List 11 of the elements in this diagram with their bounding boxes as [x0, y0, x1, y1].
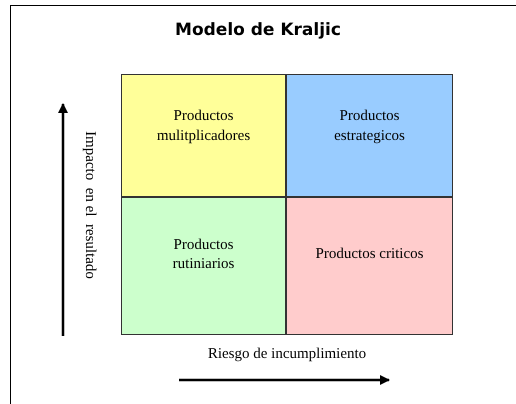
quadrant-label: Productos rutiniarios	[172, 236, 236, 274]
quadrant-box	[286, 74, 453, 197]
quadrant-box	[286, 197, 453, 335]
quadrant-label: Productos estrategicos	[333, 107, 406, 146]
quadrant-box	[121, 74, 286, 197]
quadrant-label: Productos criticos	[314, 245, 424, 264]
title: Modelo de Kraljic	[174, 20, 342, 40]
quadrant-box	[121, 197, 286, 335]
axis-label: Riesgo de incumplimiento	[206, 346, 368, 363]
axis-label: Impacto en el resultado	[81, 130, 99, 281]
quadrant-label: Productos mulitplicadores	[156, 107, 252, 146]
